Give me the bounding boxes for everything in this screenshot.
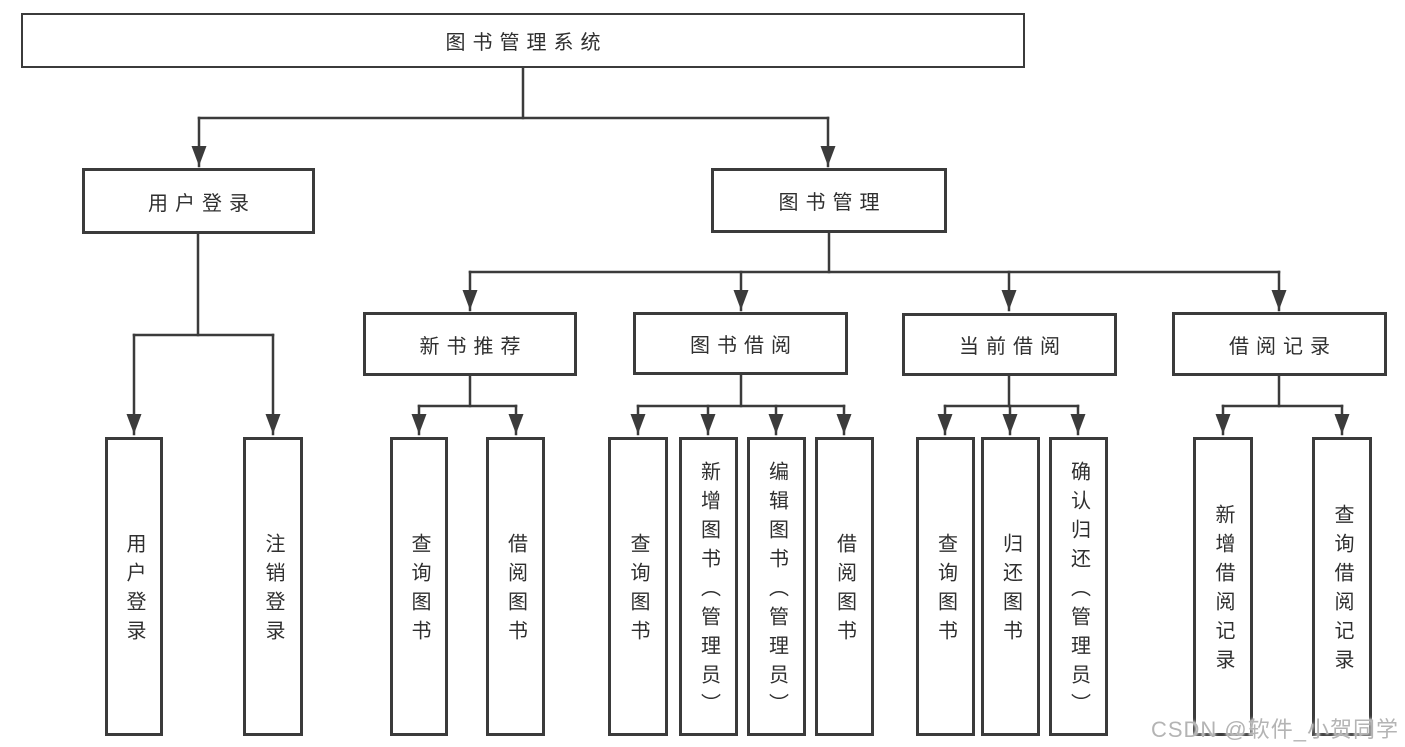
leaf-edit-books-admin: 编辑图书（管理员） — [747, 437, 806, 736]
leaf-borrow-books: 借阅图书 — [815, 437, 874, 736]
leaf-borrow-books-recommend: 借阅图书 — [486, 437, 545, 736]
leaf-query-books-current: 查询图书 — [916, 437, 975, 736]
csdn-watermark: CSDN @软件_小贺同学 — [1150, 717, 1399, 742]
node-user-login: 用户登录 — [82, 168, 315, 234]
leaf-logout: 注销登录 — [243, 437, 303, 736]
node-book-management: 图书管理 — [711, 168, 947, 233]
leaf-user-login: 用户登录 — [105, 437, 163, 736]
leaf-query-books-recommend: 查询图书 — [390, 437, 448, 736]
leaf-query-borrow-record: 查询借阅记录 — [1312, 437, 1372, 736]
leaf-add-books-admin: 新增图书（管理员） — [679, 437, 738, 736]
node-current-borrow: 当前借阅 — [902, 313, 1117, 376]
leaf-query-books-borrow: 查询图书 — [608, 437, 668, 736]
node-root-system: 图书管理系统 — [21, 13, 1025, 68]
leaf-add-borrow-record: 新增借阅记录 — [1193, 437, 1253, 736]
node-borrow-records: 借阅记录 — [1172, 312, 1387, 376]
node-new-book-recommend: 新书推荐 — [363, 312, 577, 376]
leaf-confirm-return-admin: 确认归还（管理员） — [1049, 437, 1108, 736]
node-book-borrow: 图书借阅 — [633, 312, 848, 375]
leaf-return-books: 归还图书 — [981, 437, 1040, 736]
